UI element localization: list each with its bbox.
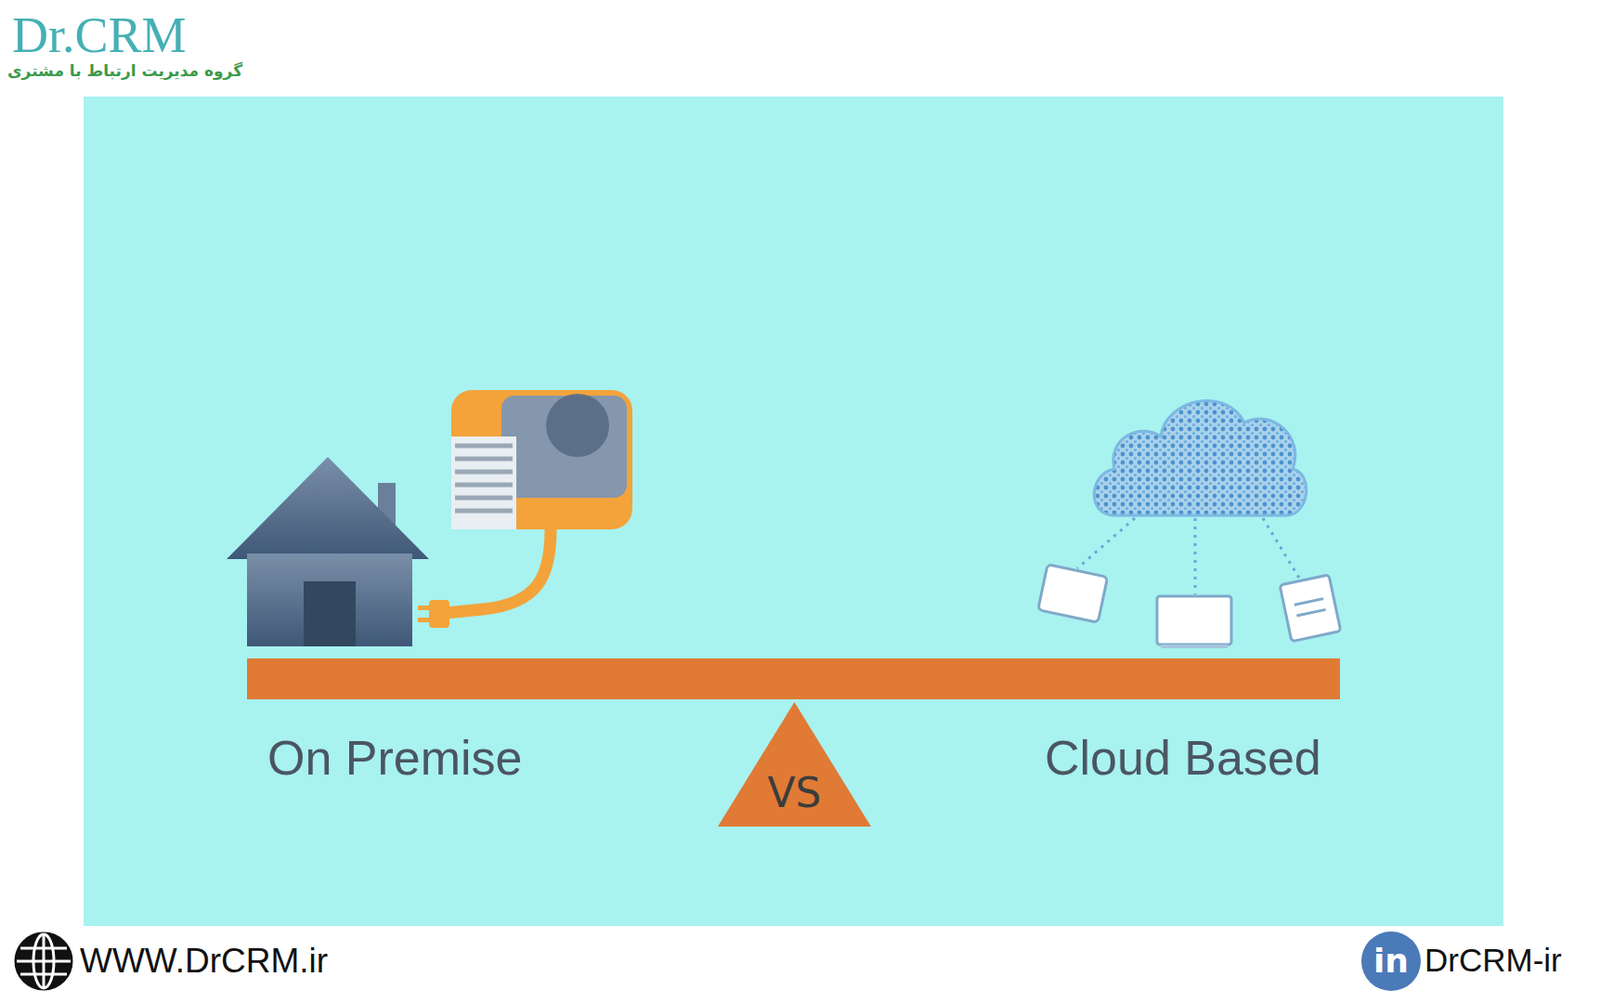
cloud-icon bbox=[1093, 400, 1307, 516]
globe-icon bbox=[16, 934, 71, 989]
server-plug-icon bbox=[417, 390, 633, 628]
device-icons bbox=[1038, 564, 1341, 649]
vs-text: VS bbox=[767, 770, 821, 816]
dotted-links bbox=[1077, 518, 1301, 595]
side-label: On Premise bbox=[267, 728, 523, 787]
side-label: Cloud Based bbox=[1044, 728, 1322, 787]
house-icon bbox=[226, 456, 430, 647]
linkedin-circle: in bbox=[1361, 931, 1421, 991]
logo-subtitle: گروه مدیریت ارتباط با مشتری bbox=[7, 61, 243, 80]
logo-text: Dr.CRM bbox=[12, 5, 187, 66]
linkedin-text: in bbox=[1373, 942, 1409, 980]
triangle-fill bbox=[717, 702, 872, 827]
vs-triangle: VS bbox=[717, 702, 872, 827]
circle-fill bbox=[1361, 931, 1421, 991]
website-text: WWW.DrCRM.ir bbox=[79, 940, 328, 982]
seesaw-bar bbox=[247, 658, 1340, 700]
background-panel bbox=[83, 96, 1504, 926]
linkedin-handle: DrCRM-ir bbox=[1424, 940, 1562, 980]
